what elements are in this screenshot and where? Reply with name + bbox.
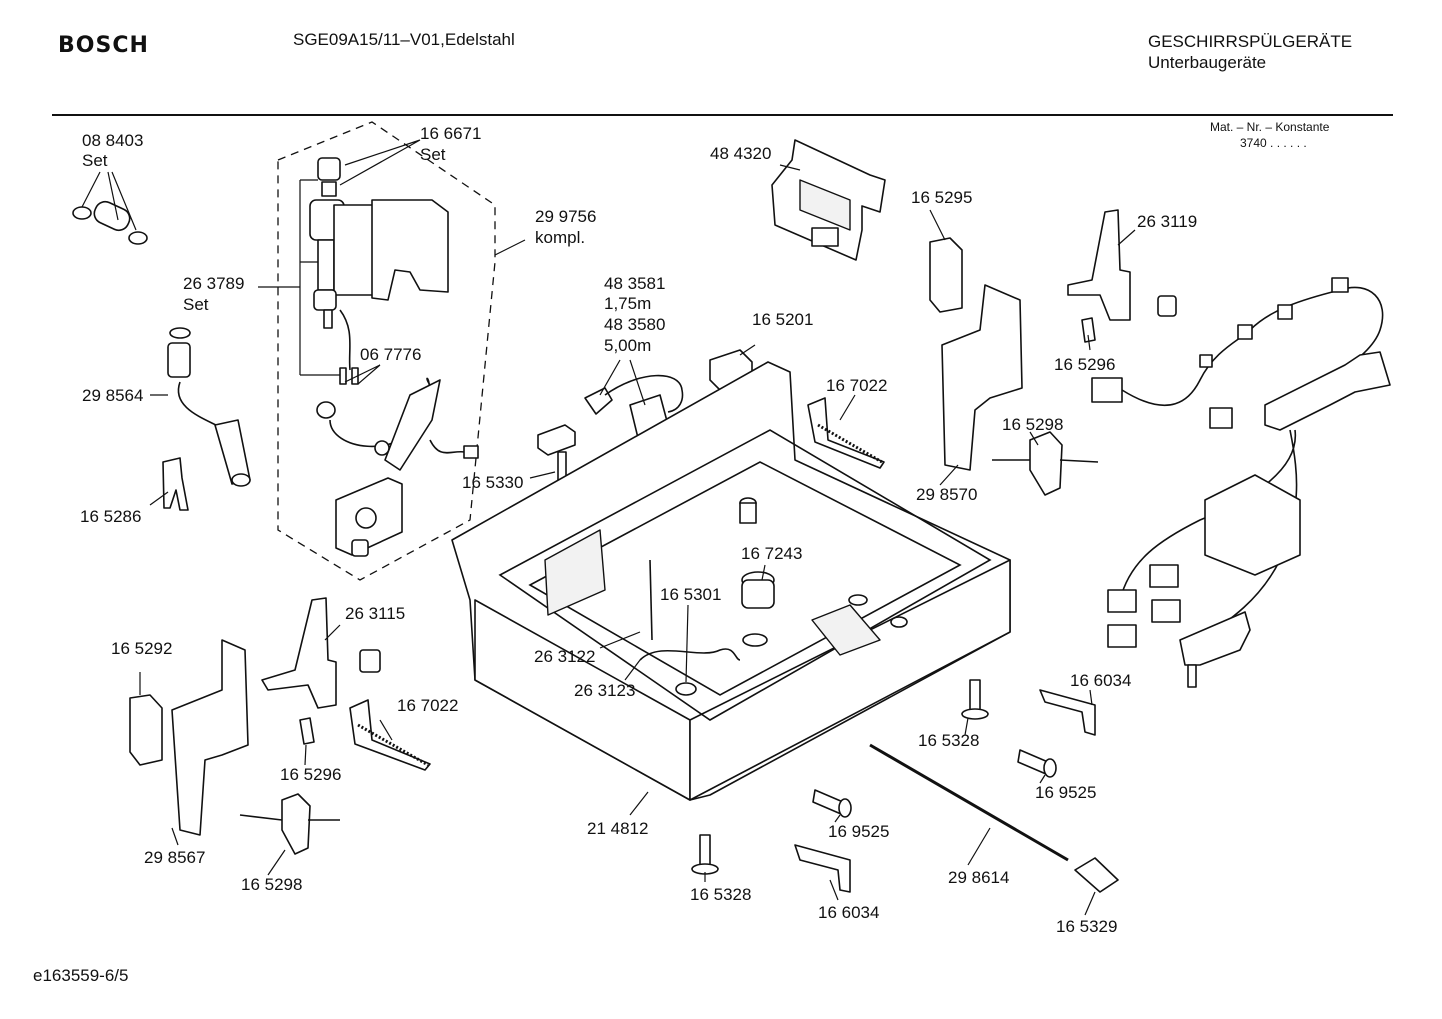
label-298614: 29 8614 (948, 868, 1009, 887)
terminal-strip-parts (794, 689, 1096, 893)
float-switch-right-part (992, 431, 1099, 496)
document-id: e163559-6/5 (33, 966, 129, 985)
label-263122: 26 3122 (534, 647, 595, 666)
heating-element-upper-part (807, 397, 885, 469)
brand-logo: BOSCH (58, 33, 149, 58)
label-299756-kompl: kompl. (535, 228, 585, 247)
label-167022-upper: 16 7022 (826, 376, 887, 395)
label-166671: 16 6671 (420, 124, 481, 143)
label-298570: 29 8570 (916, 485, 977, 504)
rod-and-cap-parts (869, 743, 1119, 893)
label-263789-set: Set (183, 295, 209, 314)
heating-element-lower-part (349, 699, 431, 771)
label-167022-lower: 16 7022 (397, 696, 458, 715)
hose-clamp-set-part (72, 200, 148, 245)
label-483581: 48 3581 (604, 274, 665, 293)
inlet-valve-group-part (277, 121, 496, 581)
cable-harness-part (1067, 209, 1391, 688)
screw-parts (691, 679, 1057, 875)
label-483580: 48 3580 (604, 315, 665, 334)
label-165328-right: 16 5328 (918, 731, 979, 750)
label-298567: 29 8567 (144, 848, 205, 867)
label-214812: 21 4812 (587, 819, 648, 838)
label-165329: 16 5329 (1056, 917, 1117, 936)
label-165201: 16 5201 (752, 310, 813, 329)
label-067776: 06 7776 (360, 345, 421, 364)
label-263119: 26 3119 (1137, 212, 1197, 231)
bracket-right-part (929, 237, 1023, 471)
category-line-2: Unterbaugeräte (1148, 53, 1267, 72)
material-number-label: Mat. – Nr. – Konstante (1210, 120, 1330, 134)
label-298564: 29 8564 (82, 386, 143, 405)
label-165330: 16 5330 (462, 473, 523, 492)
label-165286: 16 5286 (80, 507, 141, 526)
label-166671-set: Set (420, 145, 446, 164)
label-165292: 16 5292 (111, 639, 172, 658)
label-169525-right: 16 9525 (1035, 783, 1096, 802)
label-483580-length: 5,00m (604, 336, 651, 355)
label-169525-center: 16 9525 (828, 822, 889, 841)
control-module-part (771, 139, 886, 261)
label-166034-center: 16 6034 (818, 903, 879, 922)
label-165295: 16 5295 (911, 188, 972, 207)
category-line-1: GESCHIRRSPÜLGERÄTE (1148, 32, 1353, 51)
material-number-block: Mat. – Nr. – Konstante 3740 . . . . . . (1210, 119, 1329, 151)
label-166034-right: 16 6034 (1070, 671, 1131, 690)
label-167243: 16 7243 (741, 544, 802, 563)
bracket-left-part (129, 597, 381, 836)
label-263123: 26 3123 (574, 681, 635, 700)
drain-hose-part (167, 327, 251, 487)
label-165298-left: 16 5298 (241, 875, 302, 894)
material-number-value: 3740 . . . . . . (1240, 136, 1307, 150)
clip-part (162, 457, 189, 511)
float-switch-left-part (239, 793, 340, 855)
label-483581-length: 1,75m (604, 294, 651, 313)
label-165296-right: 16 5296 (1054, 355, 1115, 374)
label-263789: 26 3789 (183, 274, 244, 293)
label-088403-set: Set (82, 151, 108, 170)
label-263115: 26 3115 (345, 604, 405, 623)
label-165298-right: 16 5298 (1002, 415, 1063, 434)
label-484320: 48 4320 (710, 144, 771, 163)
model-number: SGE09A15/11–V01,Edelstahl (293, 30, 515, 49)
label-165301: 16 5301 (660, 585, 721, 604)
label-088403: 08 8403 (82, 131, 143, 150)
label-165328-center: 16 5328 (690, 885, 751, 904)
leader-lines (81, 139, 1136, 916)
base-tub-part (451, 361, 1011, 801)
label-299756: 29 9756 (535, 207, 596, 226)
category-title: GESCHIRRSPÜLGERÄTE Unterbaugeräte (1148, 31, 1352, 73)
part-labels: 08 8403 Set 16 6671 Set 29 9756 kompl. 2… (80, 124, 1197, 936)
label-165296-left: 16 5296 (280, 765, 341, 784)
